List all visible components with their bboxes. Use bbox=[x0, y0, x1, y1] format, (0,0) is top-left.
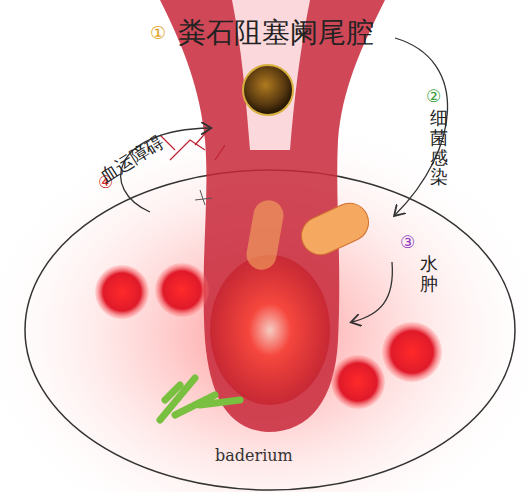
callout-number: ① bbox=[150, 22, 166, 43]
rod-bacteria bbox=[160, 378, 240, 420]
step-label: 水肿 bbox=[420, 254, 438, 294]
fecalith bbox=[243, 65, 293, 115]
inflammation-glow bbox=[210, 255, 330, 405]
caption-label: baderium bbox=[215, 446, 293, 465]
callout-number: ③ bbox=[400, 232, 415, 252]
blood-cell bbox=[331, 355, 385, 409]
process-arrow bbox=[352, 262, 392, 322]
bacterium bbox=[244, 198, 286, 272]
bacterium bbox=[295, 197, 375, 261]
inflamed-region-outline bbox=[25, 170, 515, 490]
blood-cell bbox=[95, 265, 149, 319]
step-label: 细菌感染 bbox=[430, 108, 448, 187]
step-label: 粪石阻塞阑尾腔 bbox=[178, 14, 374, 52]
appendix-wall bbox=[160, 0, 385, 432]
cell-sketch bbox=[195, 190, 212, 205]
callout-number: ② bbox=[426, 86, 441, 106]
blood-cell bbox=[382, 322, 442, 382]
blood-cell bbox=[155, 263, 209, 317]
process-arrow bbox=[395, 38, 448, 215]
